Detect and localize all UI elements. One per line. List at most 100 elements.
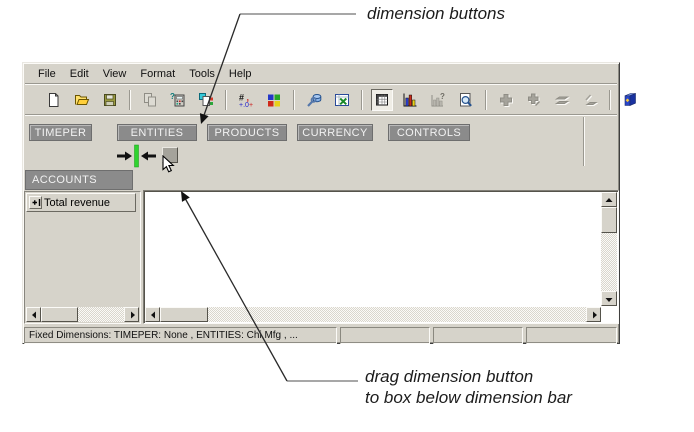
save-icon xyxy=(104,94,116,106)
main-hscrollbar[interactable] xyxy=(145,307,601,322)
row-total-revenue[interactable]: Total revenue xyxy=(26,193,136,212)
divider xyxy=(25,114,617,116)
drop-position-green-bar xyxy=(134,144,139,168)
mouse-cursor-icon xyxy=(162,155,175,173)
divider xyxy=(25,83,617,85)
drop-position-indicator xyxy=(117,144,156,168)
expand-icon xyxy=(32,199,41,206)
toolbar-button-drill-up-alt[interactable] xyxy=(523,89,545,111)
toolbar-button-open[interactable] xyxy=(71,89,93,111)
scroll-left-button[interactable] xyxy=(145,307,160,322)
toolbar: ? #,+.0+ ? xyxy=(25,86,636,114)
toolbar-button-save[interactable] xyxy=(99,89,121,111)
status-fixed-dimensions: Fixed Dimensions: TIMEPER: None , ENTITI… xyxy=(24,327,337,344)
toolbar-button-number-format[interactable]: #,+.0+ xyxy=(235,89,257,111)
toolbar-button-chart-help[interactable]: ? xyxy=(427,89,449,111)
toolbar-button-new[interactable] xyxy=(43,89,65,111)
svg-text:?: ? xyxy=(440,92,445,101)
divider xyxy=(583,117,585,166)
annotation-line-2: to box below dimension bar xyxy=(365,388,572,407)
recalculate-icon: ? xyxy=(170,92,185,107)
toolbar-button-help[interactable] xyxy=(619,89,641,111)
scroll-right-icon xyxy=(593,311,597,318)
toolbar-button-print-preview[interactable] xyxy=(455,89,477,111)
new-icon xyxy=(49,93,59,107)
print-preview-icon xyxy=(460,93,472,107)
accounts-dimension-button[interactable]: ACCOUNTS xyxy=(25,170,133,190)
colors-icon xyxy=(268,94,280,107)
svg-text:#: # xyxy=(239,93,244,103)
svg-text:,: , xyxy=(247,93,250,103)
arrow-left-icon xyxy=(141,151,156,161)
menu-edit[interactable]: Edit xyxy=(69,68,89,80)
toolbar-button-export-excel[interactable] xyxy=(331,89,353,111)
dimension-button-controls[interactable]: CONTROLS xyxy=(388,124,470,141)
toolbar-button-drill-down-alt[interactable] xyxy=(579,89,601,111)
scroll-right-button[interactable] xyxy=(586,307,601,322)
row-list-panel: Total revenue xyxy=(24,191,141,324)
scroll-left-icon xyxy=(32,311,36,318)
bar-chart-icon xyxy=(403,93,417,107)
main-vscrollbar[interactable] xyxy=(601,192,617,306)
drill-down-icon xyxy=(554,96,570,104)
toolbar-button-paste-special[interactable] xyxy=(195,89,217,111)
scroll-right-button[interactable] xyxy=(124,307,139,322)
database-tools-icon xyxy=(307,94,322,107)
menu-file[interactable]: File xyxy=(38,68,56,80)
scroll-up-icon xyxy=(605,197,613,202)
scroll-thumb[interactable] xyxy=(41,307,78,322)
toolbar-button-drill-up[interactable] xyxy=(495,89,517,111)
chart-help-icon: ? xyxy=(431,92,445,107)
scroll-left-icon xyxy=(151,311,155,318)
expand-button[interactable] xyxy=(29,196,42,209)
grid-canvas[interactable] xyxy=(143,190,619,324)
toolbar-separator xyxy=(485,90,487,110)
dimension-button-entities[interactable]: ENTITIES xyxy=(117,124,197,141)
svg-text:+: + xyxy=(249,102,253,108)
menu-view[interactable]: View xyxy=(102,68,127,80)
grid-view-icon xyxy=(376,94,388,106)
dimension-button-products[interactable]: PRODUCTS xyxy=(207,124,287,141)
status-panel xyxy=(340,327,430,344)
arrow-right-icon xyxy=(117,151,132,161)
scroll-down-button[interactable] xyxy=(601,291,617,306)
scroll-down-icon xyxy=(605,297,613,302)
toolbar-button-copy[interactable] xyxy=(139,89,161,111)
toolbar-separator xyxy=(361,90,363,110)
toolbar-separator xyxy=(609,90,611,110)
drill-up-alt-icon xyxy=(528,93,540,106)
svg-text:+.0: +.0 xyxy=(239,102,249,108)
scroll-up-button[interactable] xyxy=(601,192,617,207)
annotation-drag-instruction: drag dimension button to box below dimen… xyxy=(365,366,572,408)
status-panel xyxy=(526,327,617,344)
toolbar-button-grid-view[interactable] xyxy=(371,89,393,111)
drill-down-alt-icon xyxy=(585,94,598,105)
scroll-left-button[interactable] xyxy=(26,307,41,322)
app-window: File Edit View Format Tools Help ? #,+.0… xyxy=(22,62,636,344)
annotation-line-1: drag dimension button xyxy=(365,367,534,386)
dimension-button-currency[interactable]: CURRENCY xyxy=(297,124,373,141)
menu-format[interactable]: Format xyxy=(140,68,176,80)
toolbar-separator xyxy=(129,90,131,110)
menu-help[interactable]: Help xyxy=(228,68,252,80)
toolbar-separator xyxy=(225,90,227,110)
paste-special-icon xyxy=(199,93,213,106)
scroll-thumb[interactable] xyxy=(601,207,617,233)
toolbar-separator xyxy=(293,90,295,110)
annotation-dimension-buttons: dimension buttons xyxy=(367,4,505,23)
drill-up-icon xyxy=(500,94,512,106)
toolbar-button-drill-down[interactable] xyxy=(551,89,573,111)
toolbar-button-recalculate[interactable]: ? xyxy=(167,89,189,111)
menu-tools[interactable]: Tools xyxy=(189,68,215,80)
dimension-button-timeper[interactable]: TIMEPER xyxy=(29,124,92,141)
scroll-right-icon xyxy=(131,311,135,318)
scroll-thumb[interactable] xyxy=(160,307,208,322)
left-panel-hscrollbar[interactable] xyxy=(26,307,139,322)
row-label: Total revenue xyxy=(44,196,111,209)
status-panel xyxy=(433,327,523,344)
toolbar-button-colors[interactable] xyxy=(263,89,285,111)
menu-bar: File Edit View Format Tools Help xyxy=(25,65,617,83)
toolbar-button-bar-chart[interactable] xyxy=(399,89,421,111)
toolbar-button-database-tools[interactable] xyxy=(303,89,325,111)
